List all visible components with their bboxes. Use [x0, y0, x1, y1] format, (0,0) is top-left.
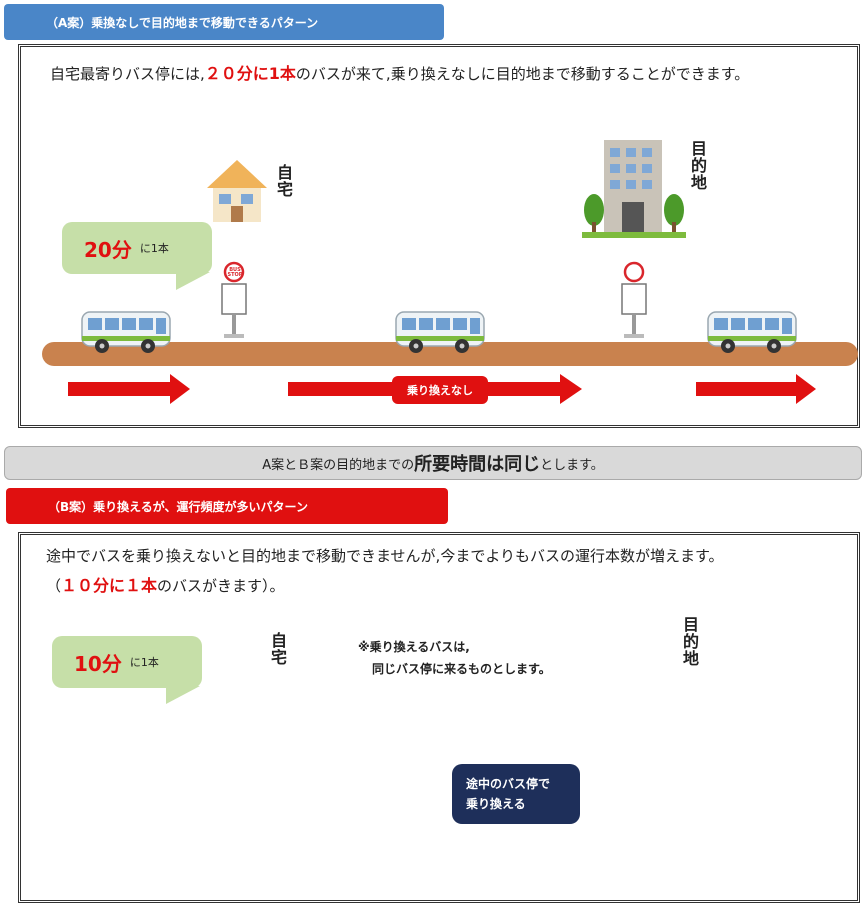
plan-b-panel — [18, 532, 860, 903]
plan-b-transfer-line-2: 乗り換える — [466, 797, 526, 811]
plan-b-frequency-unit: に1本 — [129, 656, 159, 669]
notice-bold: 所要時間は同じ — [414, 454, 541, 475]
plan-b-frequency-bubble: 10分 に1本 — [52, 636, 202, 688]
plan-a-desc-pre: 自宅最寄りバス停には, — [50, 65, 205, 83]
plan-b-transfer-line-1: 途中のバス停で — [466, 777, 551, 791]
plan-a-frequency-value: 20分 — [84, 237, 132, 262]
plan-b-destination-label: 目的地 — [680, 616, 699, 667]
notice-post: とします。 — [540, 457, 604, 473]
plan-a-arrow-3 — [696, 374, 816, 404]
plan-b-desc-highlight: １０分に１本 — [61, 576, 158, 595]
plan-a-desc-post: のバスが来て,乗り換えなしに目的地まで移動することができます。 — [295, 65, 750, 83]
bus-stop-sign-top: BUS — [229, 267, 241, 273]
bus-stop-sign-bottom: STOP — [227, 272, 243, 278]
plan-a-arrow-1 — [68, 374, 190, 404]
plan-b-tab: （B案）乗り換えるが、運行頻度が多いパターン — [6, 488, 448, 524]
plan-a-road — [42, 342, 858, 366]
plan-a-description: 自宅最寄りバス停には,２０分に1本のバスが来て,乗り換えなしに目的地まで移動する… — [50, 62, 749, 86]
plan-b-bubble-tail — [166, 686, 200, 704]
plan-a-home-label: 自宅 — [274, 164, 293, 198]
plan-b-transfer-box: 途中のバス停で 乗り換える — [452, 764, 580, 824]
plan-b-description-line-1: 途中でバスを乗り換えないと目的地まで移動できませんが,今までよりもバスの運行本数… — [46, 547, 724, 565]
plan-b-description-line-2: （１０分に１本のバスがきます）。 — [46, 574, 285, 598]
plan-b-desc-post: のバスがきます）。 — [157, 577, 285, 595]
plan-a-frequency-unit: に1本 — [139, 242, 169, 255]
plan-b-transfer-note: ※乗り換えるバスは, 同じバス停に来るものとします。 — [358, 636, 551, 680]
plan-b-desc-pre: （ — [46, 577, 62, 595]
plan-b-home-label: 自宅 — [268, 632, 287, 666]
plan-a-building-icon — [582, 140, 686, 238]
plan-a-destination-label: 目的地 — [688, 140, 707, 191]
notice-pre: A案とＢ案の目的地までの — [262, 457, 415, 473]
plan-a-bus-stop-dest — [620, 261, 648, 340]
plan-a-tab: （A案）乗換なしで目的地まで移動できるパターン — [4, 4, 444, 40]
plan-a-desc-highlight: ２０分に1本 — [204, 64, 296, 83]
plan-a-no-transfer-tag: 乗り換えなし — [392, 376, 488, 404]
plan-b-note-line-2: 同じバス停に来るものとします。 — [372, 662, 551, 676]
notice-bar: A案とＢ案の目的地までの所要時間は同じとします。 — [4, 446, 862, 480]
plan-a-frequency-bubble: 20分 に1本 — [62, 222, 212, 274]
plan-b-note-line-1: ※乗り換えるバスは, — [358, 640, 470, 654]
plan-b-frequency-value: 10分 — [74, 651, 122, 676]
plan-a-bubble-tail — [176, 272, 210, 290]
plan-a-house-icon — [207, 160, 267, 222]
